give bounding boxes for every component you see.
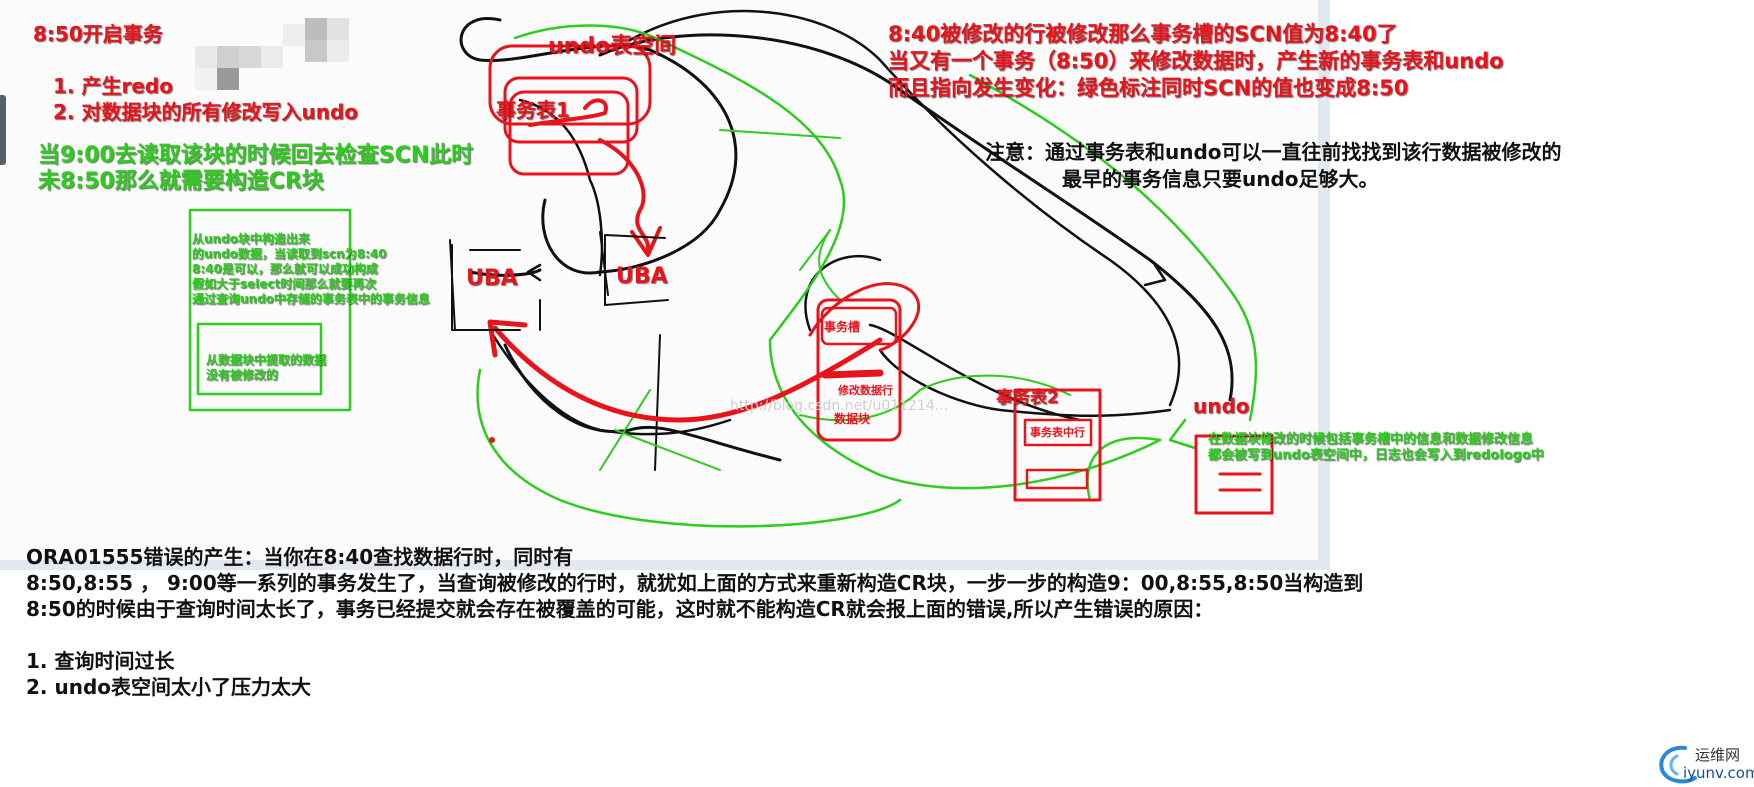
undo-write-note: 2. 对数据块的所有修改写入undo: [53, 100, 359, 124]
red-stroke: [528, 98, 608, 127]
red-box: [816, 298, 902, 442]
datablock-extract-note: 从数据块中提取的数据 没有被修改的: [206, 353, 326, 383]
logo-site: iyunv.com: [1683, 764, 1754, 782]
cr-build-note-line: 从undo块中构造出来: [192, 232, 310, 246]
green-stroke: [599, 389, 721, 471]
black-stroke: [804, 254, 882, 332]
datablock-extract-note-line: 从数据块中提取的数据: [206, 353, 327, 367]
red-box: [1025, 468, 1089, 490]
uba-label-left: UBA: [466, 266, 518, 291]
attention-note-line2: 最早的事务信息只要undo足够大。: [1062, 167, 1379, 191]
green-stroke: [476, 368, 902, 528]
watermark-url: http://blog.csdn.net/u011214...: [730, 398, 949, 414]
green-stroke: [719, 129, 841, 271]
undo-write-explain: 在数据块修改的时候包括事务槽中的信息和数据修改信息 都会被写到undo表空间中，…: [1208, 432, 1544, 464]
black-stroke: [628, 9, 1181, 407]
redo-note: 1. 产生redo: [53, 74, 173, 98]
cr-build-note-line: 8:40是可以，那么就可以成功构成: [192, 262, 378, 276]
transaction-table2-label: 事务表2: [996, 388, 1059, 408]
green-box: [196, 322, 323, 396]
red-box: [508, 90, 630, 176]
black-stroke: [488, 328, 732, 436]
red-box: [820, 306, 898, 346]
red-box: [1013, 388, 1102, 502]
explanation-line: 8:50,8:55 ， 9:00等一系列的事务发生了，当查询被修改的行时，就犹如…: [26, 571, 1364, 595]
green-stroke: [513, 24, 846, 342]
red-box: [1023, 418, 1093, 447]
transaction-table-row-label: 事务表中行: [1030, 426, 1085, 439]
uba-label-right: UBA: [616, 264, 668, 289]
green-stroke: [968, 73, 1258, 422]
undo-label: undo: [1193, 394, 1250, 418]
red-arrowhead: [487, 319, 528, 358]
red-stroke: [821, 369, 884, 379]
red-box: [1194, 434, 1274, 515]
undo-write-explain-line: 都会被写到undo表空间中，日志也会写入到redologo中: [1208, 448, 1544, 463]
green-stroke: [818, 229, 841, 301]
black-stroke: [468, 268, 542, 277]
scn-note-line1: 8:40被修改的行被修改那么事务槽的SCN值为8:40了: [888, 22, 1398, 46]
black-stroke: [598, 33, 1234, 402]
scn-note-line3: 而且指向发生变化：绿色标注同时SCN的值也变成8:50: [888, 76, 1409, 100]
black-stroke: [878, 348, 1172, 418]
green-stroke: [1086, 436, 1162, 502]
black-stroke: [604, 234, 669, 306]
green-box: [188, 208, 352, 412]
explanation-line: [26, 622, 1363, 648]
undo-tablespace-label: undo表空间: [548, 34, 677, 59]
red-arrow: [598, 138, 651, 252]
green-arrowhead: [1168, 418, 1197, 450]
read-check-note-line1: 当9:00去读取该块的时候回去检查SCN此时: [38, 143, 474, 168]
data-block-label: 数据块: [834, 412, 871, 426]
cr-build-note-line: 假如大于select时间那么就要再次: [192, 277, 377, 291]
explanation-line: ORA01555错误的产生：当你在8:40查找数据行时，同时有: [26, 545, 574, 569]
red-box: [503, 76, 639, 144]
explanation-line: 8:50的时候由于查询时间太长了，事务已经提交就会存在被覆盖的可能，这时就不能构…: [26, 597, 1214, 621]
explanation-line: 2. undo表空间太小了压力太大: [26, 675, 312, 699]
cr-build-note: 从undo块中构造出来 的undo数据，当读取到scn为8:40 8:40是可以…: [192, 232, 430, 307]
transaction-table1-label: 事务表1: [496, 98, 570, 122]
black-stroke: [451, 244, 521, 331]
logo-name: 运维网: [1695, 746, 1741, 764]
attention-note-line1: 注意：通过事务表和undo可以一直往前找找到该行数据被修改的: [985, 140, 1562, 164]
black-stroke: [503, 343, 782, 462]
green-stroke: [799, 374, 1071, 422]
datablock-extract-note-line: 没有被修改的: [206, 368, 279, 382]
black-stroke: [868, 323, 1082, 422]
whiteboard: [0, 0, 1330, 570]
undo-write-explain-line: 在数据块修改的时候包括事务槽中的信息和数据修改信息: [1208, 432, 1534, 447]
ora01555-explanation: ORA01555错误的产生：当你在8:40查找数据行时，同时有 8:50,8:5…: [26, 544, 1363, 700]
swirl-logo-icon: [1659, 745, 1697, 784]
cr-build-note-line: 的undo数据，当读取到scn为8:40: [192, 247, 387, 261]
read-check-note-line2: 未8:50那么就需要构造CR块: [38, 169, 324, 194]
black-stroke: [459, 17, 738, 275]
explanation-line: 1. 查询时间过长: [26, 649, 175, 673]
pixelated-redaction: [195, 18, 370, 96]
red-box: [488, 44, 652, 126]
window-edge-handle[interactable]: [0, 95, 6, 165]
start-transaction-label: 8:50开启事务: [33, 22, 163, 46]
transaction-slot-label: 事务槽: [824, 320, 861, 334]
black-arrowhead: [526, 263, 1167, 287]
red-dot: [489, 437, 495, 443]
cr-build-note-line: 通过查询undo中存储的事务表中的事务信息: [192, 292, 430, 306]
red-stroke: [1218, 472, 1262, 492]
red-arrow: [492, 325, 883, 423]
modified-row-label: 修改数据行: [838, 384, 893, 397]
scn-note-line2: 当又有一个事务（8:50）来修改数据时，产生新的事务表和undo: [888, 49, 1504, 73]
